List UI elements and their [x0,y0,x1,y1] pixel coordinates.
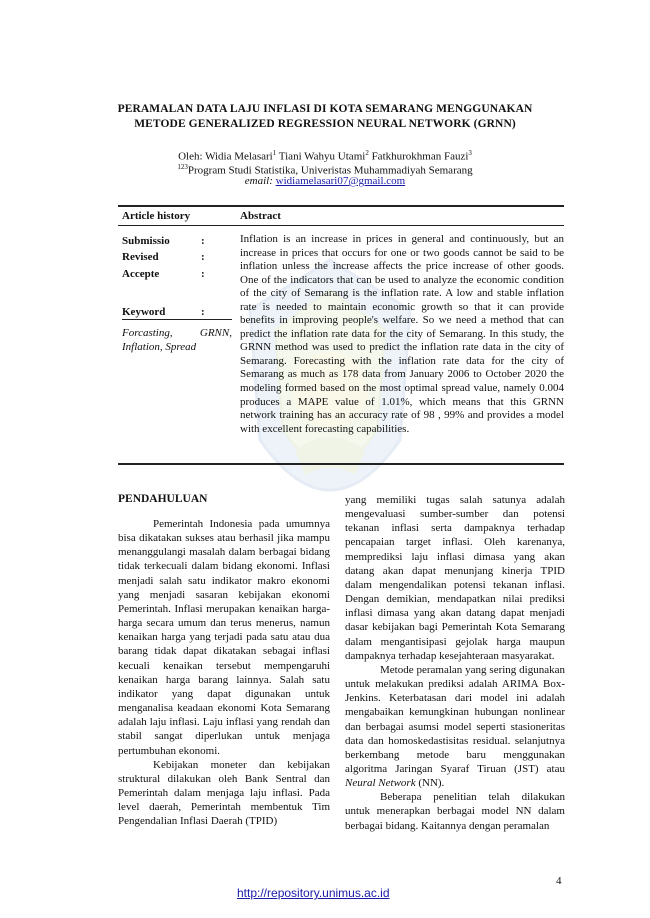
author-sup: 1 [272,149,277,157]
italic-term: Neural Network [345,777,416,790]
footer-link[interactable]: http://repository.unimus.ac.id [237,886,390,900]
paragraph: yang memiliki tugas salah satunya adalah… [345,494,565,662]
keyword-rule [122,319,232,320]
history-colon: : [201,251,205,263]
author-name: Fatkhurokhman Fauzi [371,150,469,163]
bottom-rule [118,463,564,465]
title-line-2: METODE GENERALIZED REGRESSION NEURAL NET… [134,118,516,130]
abstract-header: Abstract [240,210,281,222]
paragraph-text: Metode peramalan yang sering digunakan u… [345,663,565,775]
keywords-text: Forcasting, GRNN, Inflation, Spread [122,327,232,353]
article-history-header: Article history [122,210,191,222]
watermark-seal-icon [248,258,412,492]
email-link[interactable]: widiamelasari07@gmail.com [275,175,406,187]
top-rule [118,205,564,207]
history-colon: : [201,235,205,247]
paragraph: Kebijakan moneter dan kebijakan struktur… [118,758,330,828]
author-sup: 2 [365,149,369,157]
left-column: Pemerintah Indonesia pada umumnya bisa d… [118,517,330,828]
paragraph: Beberapa penelitian telah dilakukan untu… [345,791,565,832]
section-heading: PENDAHULUAN [118,493,208,505]
author-name: Tiani Wahyu Utami [278,150,366,163]
paragraph: Metode peramalan yang sering digunakan u… [345,663,565,790]
page-number: 4 [556,875,562,887]
paragraph-text: (NN). [415,777,445,790]
author-line: Oleh: Widia Melasari1 Tiani Wahyu Utami2… [60,146,590,164]
affiliation-sup: 123 [177,163,188,171]
keyword-colon: : [201,306,205,318]
email-label: email: [244,175,276,187]
abstract-text: Inflation is an increase in prices in ge… [240,233,564,435]
header-rule [118,225,564,226]
affiliation-line: 123Program Studi Statistika, Univeristas… [60,160,590,178]
paragraph: Pemerintah Indonesia pada umumnya bisa d… [118,518,330,757]
right-column: yang memiliki tugas salah satunya adalah… [345,493,565,833]
authors-prefix: Oleh: [178,150,206,163]
history-colon: : [201,268,205,280]
author-sup: 3 [468,149,472,157]
affiliation: Program Studi Statistika, Univeristas Mu… [187,164,473,177]
title-line-1: PERAMALAN DATA LAJU INFLASI DI KOTA SEMA… [117,103,533,115]
history-submission-label: Submissio [122,235,170,247]
email-line: email: widiamelasari07@gmail.com [60,174,590,188]
history-revised-label: Revised [122,251,159,263]
author-name: Widia Melasari [205,150,273,163]
history-accepted-label: Accepte [122,268,160,280]
paper-title: PERAMALAN DATA LAJU INFLASI DI KOTA SEMA… [60,102,590,132]
keyword-label: Keyword [122,306,166,318]
